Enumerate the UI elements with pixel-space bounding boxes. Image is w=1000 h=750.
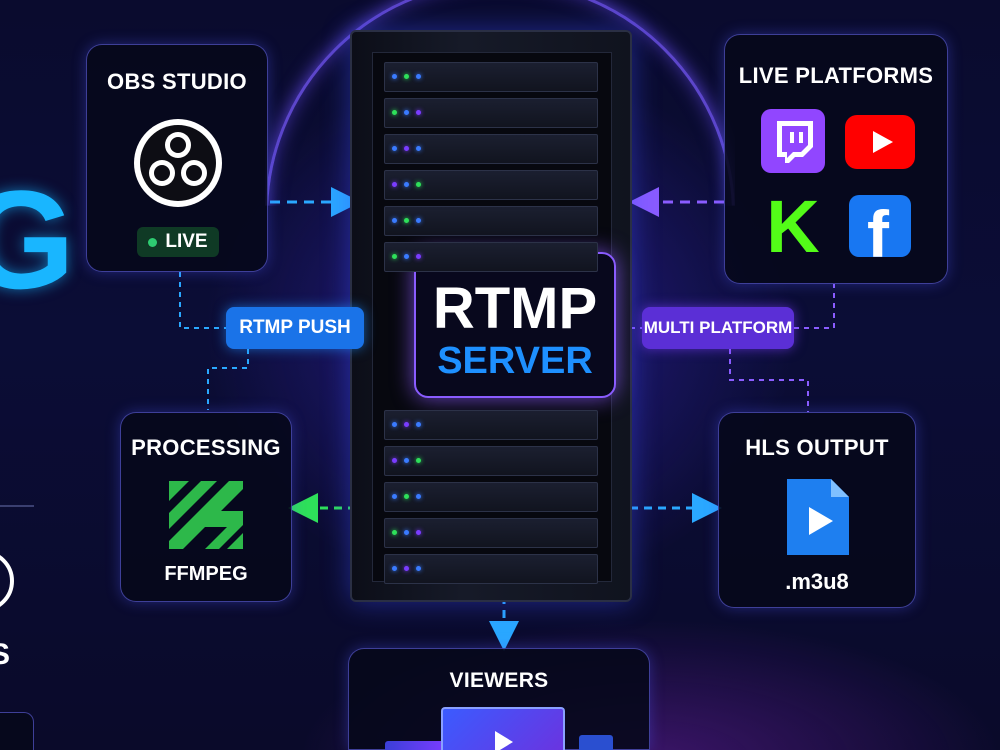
edge-card-fragment xyxy=(0,712,34,750)
ffmpeg-logo-icon xyxy=(169,481,243,549)
rack-led-icon xyxy=(416,74,421,79)
rack-led-icon xyxy=(416,146,421,151)
rack-led-icon xyxy=(404,422,409,427)
viewers-title: VIEWERS xyxy=(449,669,549,692)
rack-led-icon xyxy=(404,566,409,571)
rack-led-icon xyxy=(404,182,409,187)
obs-studio-title: OBS STUDIO xyxy=(107,69,247,94)
rtmp-server-line1: RTMP xyxy=(432,276,598,341)
rack-led-icon xyxy=(404,458,409,463)
rack-led-icon xyxy=(404,254,409,259)
rtmp-server-box: RTMP SERVER xyxy=(414,252,616,398)
rack-led-icon xyxy=(392,182,397,187)
rtmp-push-label: RTMP PUSH xyxy=(226,307,364,349)
edge-text-fragment: S xyxy=(0,638,11,671)
push-route-line xyxy=(179,272,228,329)
rack-led-icon xyxy=(416,422,421,427)
live-platforms-card: LIVE PLATFORMS K f xyxy=(724,34,948,284)
rack-led-icon xyxy=(416,254,421,259)
rack-led-icon xyxy=(392,494,397,499)
edge-letter: G xyxy=(0,161,75,318)
rack-led-icon xyxy=(392,422,397,427)
youtube-icon[interactable] xyxy=(845,115,915,169)
rack-led-icon xyxy=(404,530,409,535)
hls-extension-label: .m3u8 xyxy=(785,569,849,594)
rtmp-push-text: RTMP PUSH xyxy=(239,317,351,338)
kick-icon[interactable]: K xyxy=(761,190,825,264)
multi-to-hls-line xyxy=(729,349,809,412)
rack-led-icon xyxy=(404,218,409,223)
multi-platform-label: MULTI PLATFORM xyxy=(642,307,794,349)
facebook-icon[interactable]: f xyxy=(849,195,911,257)
rack-led-icon xyxy=(392,566,397,571)
multi-platform-text: MULTI PLATFORM xyxy=(643,318,793,337)
processing-title: PROCESSING xyxy=(131,435,281,460)
viewer-screen-small xyxy=(385,741,445,750)
rack-led-icon xyxy=(404,74,409,79)
ffmpeg-label: FFMPEG xyxy=(164,563,248,585)
rack-led-icon xyxy=(392,254,397,259)
viewer-screen-side xyxy=(579,735,613,750)
video-file-icon xyxy=(787,479,849,555)
processing-card: PROCESSING FFMPEG xyxy=(120,412,292,602)
viewer-play-icon xyxy=(495,731,513,750)
live-status-badge: LIVE xyxy=(137,227,219,257)
hls-output-card: HLS OUTPUT .m3u8 xyxy=(718,412,916,608)
rack-led-icon xyxy=(404,110,409,115)
live-platforms-title: LIVE PLATFORMS xyxy=(738,63,934,88)
rack-led-icon xyxy=(416,530,421,535)
kick-glyph: K xyxy=(766,185,820,268)
twitch-icon[interactable] xyxy=(761,109,825,173)
live-status-text: LIVE xyxy=(165,231,208,252)
rack-led-icon xyxy=(392,74,397,79)
multi-route-line xyxy=(794,284,835,329)
viewers-card: VIEWERS xyxy=(348,648,650,750)
rack-led-icon xyxy=(416,110,421,115)
rack-led-icon xyxy=(416,566,421,571)
facebook-glyph: f xyxy=(867,197,889,257)
rack-led-icon xyxy=(404,146,409,151)
rack-led-icon xyxy=(404,494,409,499)
rack-led-icon xyxy=(392,458,397,463)
obs-studio-card: OBS STUDIO LIVE xyxy=(86,44,268,272)
rack-led-icon xyxy=(416,494,421,499)
obs-logo-icon xyxy=(134,119,222,207)
edge-divider xyxy=(0,505,34,507)
rtmp-server-line2: SERVER xyxy=(437,340,593,382)
hls-output-title: HLS OUTPUT xyxy=(745,435,889,460)
rack-led-icon xyxy=(392,218,397,223)
live-dot-icon xyxy=(148,237,158,247)
push-to-processing-line xyxy=(207,349,249,410)
rack-led-icon xyxy=(392,110,397,115)
viewer-screen-main xyxy=(441,707,565,750)
rack-led-icon xyxy=(392,530,397,535)
rack-led-icon xyxy=(416,218,421,223)
rack-led-icon xyxy=(416,458,421,463)
rack-led-icon xyxy=(392,146,397,151)
rack-led-icon xyxy=(416,182,421,187)
